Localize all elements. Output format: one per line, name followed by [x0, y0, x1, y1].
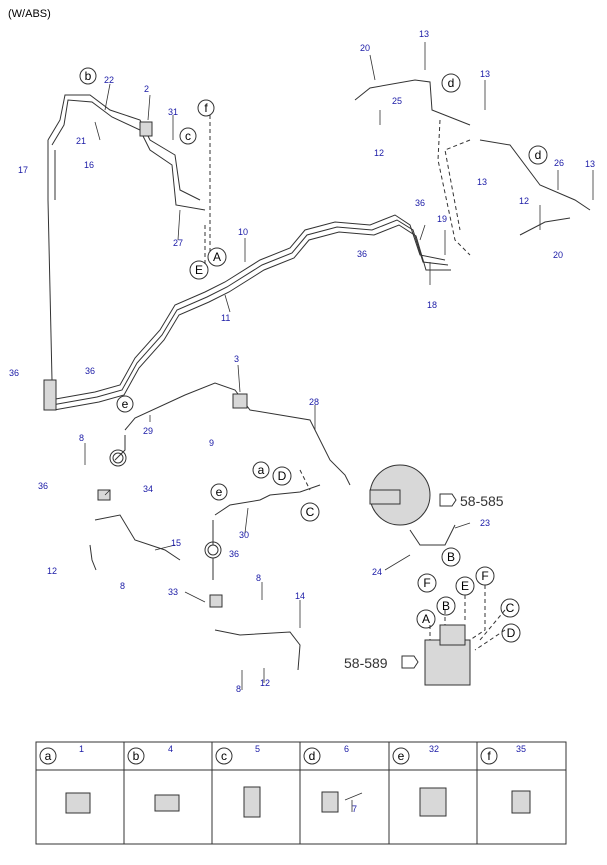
brake-pipes — [47, 79, 591, 686]
callout-20[interactable]: 20 — [553, 250, 563, 260]
callout-13[interactable]: 13 — [585, 159, 595, 169]
letter-f[interactable]: f — [204, 101, 208, 115]
letter-labels: b f c d d E A e a D C e B F E F A B C D — [85, 69, 542, 640]
letter-E[interactable]: E — [195, 263, 203, 277]
part-number-callouts: 20 13 13 25 12 13 26 13 12 20 2 22 21 31… — [9, 29, 595, 694]
letter-e[interactable]: e — [122, 397, 129, 411]
callout-22[interactable]: 22 — [104, 75, 114, 85]
component-glyphs — [43, 121, 248, 608]
letter-d[interactable]: d — [535, 148, 542, 162]
callout-19[interactable]: 19 — [437, 214, 447, 224]
table-letter-c: c — [221, 749, 227, 763]
variant-label: (W/ABS) — [8, 8, 51, 20]
callout-34[interactable]: 34 — [143, 484, 153, 494]
clip-c-icon — [243, 786, 261, 818]
table-letter-a: a — [45, 749, 52, 763]
callout-30[interactable]: 30 — [239, 530, 249, 540]
clip-d-icon — [321, 791, 339, 813]
callout-16[interactable]: 16 — [84, 160, 94, 170]
callout-9[interactable]: 9 — [209, 438, 214, 448]
letter-c[interactable]: c — [185, 129, 191, 143]
callout-3[interactable]: 3 — [234, 354, 239, 364]
letter-e[interactable]: e — [216, 485, 223, 499]
clip-e-icon — [419, 787, 447, 817]
callout-8[interactable]: 8 — [236, 684, 241, 694]
clip-f-icon — [511, 790, 531, 814]
callout-11[interactable]: 11 — [221, 313, 230, 323]
table-num-1: 1 — [79, 744, 84, 754]
letter-callouts — [79, 67, 548, 643]
letter-A[interactable]: A — [213, 250, 221, 264]
callout-33[interactable]: 33 — [168, 587, 178, 597]
callout-12[interactable]: 12 — [47, 566, 57, 576]
letter-C[interactable]: C — [506, 601, 515, 615]
table-num-5: 5 — [255, 744, 260, 754]
callout-25[interactable]: 25 — [392, 96, 402, 106]
callout-8[interactable]: 8 — [79, 433, 84, 443]
letter-B[interactable]: B — [442, 599, 450, 613]
callout-26[interactable]: 26 — [554, 158, 564, 168]
callout-8[interactable]: 8 — [120, 581, 125, 591]
table-letter-b: b — [133, 749, 140, 763]
letter-D[interactable]: D — [507, 626, 516, 640]
callout-13[interactable]: 13 — [477, 177, 487, 187]
callout-29[interactable]: 29 — [143, 426, 153, 436]
callout-18[interactable]: 18 — [427, 300, 437, 310]
table-letter-f: f — [487, 749, 491, 763]
letter-D[interactable]: D — [278, 469, 287, 483]
letter-F[interactable]: F — [423, 576, 430, 590]
ref-58-589[interactable]: 58-589 — [344, 655, 388, 671]
table-num-35: 35 — [516, 744, 526, 754]
callout-36[interactable]: 36 — [415, 198, 425, 208]
callout-31[interactable]: 31 — [168, 107, 178, 117]
letter-B[interactable]: B — [447, 550, 455, 564]
callout-8[interactable]: 8 — [256, 573, 261, 583]
callout-24[interactable]: 24 — [372, 567, 382, 577]
callout-36[interactable]: 36 — [229, 549, 239, 559]
letter-A[interactable]: A — [422, 612, 430, 626]
letter-F[interactable]: F — [481, 569, 488, 583]
table-letter-e: e — [398, 749, 405, 763]
letter-C[interactable]: C — [306, 505, 315, 519]
leader-lines — [84, 42, 594, 690]
callout-12[interactable]: 12 — [374, 148, 384, 158]
callout-12[interactable]: 12 — [260, 678, 270, 688]
table-letter-d: d — [309, 749, 316, 763]
ref-58-585[interactable]: 58-585 — [460, 493, 504, 509]
callout-28[interactable]: 28 — [309, 397, 319, 407]
letter-a[interactable]: a — [258, 463, 265, 477]
callout-17[interactable]: 17 — [18, 165, 28, 175]
callout-13[interactable]: 13 — [480, 69, 490, 79]
callout-13[interactable]: 13 — [419, 29, 429, 39]
callout-12[interactable]: 12 — [519, 196, 529, 206]
table-num-4: 4 — [168, 744, 173, 754]
table-num-6: 6 — [344, 744, 349, 754]
callout-21[interactable]: 21 — [76, 136, 86, 146]
callout-36[interactable]: 36 — [38, 481, 48, 491]
callout-2[interactable]: 2 — [144, 84, 149, 94]
callout-27[interactable]: 27 — [173, 238, 183, 248]
clip-b-icon — [154, 794, 180, 812]
callout-23[interactable]: 23 — [480, 518, 490, 528]
callout-36[interactable]: 36 — [357, 249, 367, 259]
callout-10[interactable]: 10 — [238, 227, 248, 237]
letter-b[interactable]: b — [85, 69, 92, 83]
cross-references: 58-585 58-589 — [344, 493, 504, 671]
table-num-32: 32 — [429, 744, 439, 754]
letter-d[interactable]: d — [448, 76, 455, 90]
callout-14[interactable]: 14 — [295, 591, 305, 601]
callout-36[interactable]: 36 — [9, 368, 19, 378]
callout-36[interactable]: 36 — [85, 366, 95, 376]
callout-20[interactable]: 20 — [360, 43, 370, 53]
callout-15[interactable]: 15 — [171, 538, 181, 548]
clip-legend-table: a b c d e f 1 4 5 6 32 35 7 — [35, 741, 567, 845]
letter-E[interactable]: E — [461, 579, 469, 593]
table-sub-7: 7 — [352, 804, 357, 814]
clip-a-icon — [65, 792, 91, 814]
